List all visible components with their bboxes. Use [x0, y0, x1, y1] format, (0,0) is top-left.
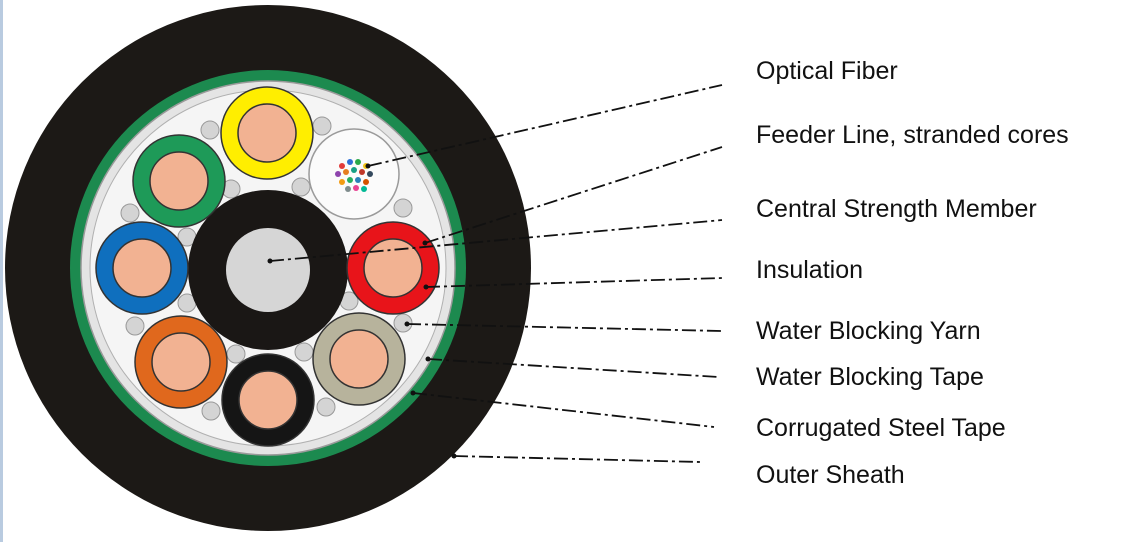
water-blocking-yarn-icon [200, 120, 220, 140]
feeder-core-orange [134, 315, 228, 409]
water-blocking-yarn-icon [312, 116, 332, 136]
feeder-core-yellow [220, 86, 314, 180]
copper-conductor-icon [237, 103, 297, 163]
leader-end-dots [267, 163, 457, 459]
copper-conductor-icon [238, 370, 298, 430]
water-blocking-yarn-icon [201, 401, 221, 421]
label-optical-fiber: Optical Fiber [756, 57, 898, 85]
feeder-core-blue [95, 221, 189, 315]
leader-water-blocking-yarn [406, 323, 723, 332]
label-outer-sheath: Outer Sheath [756, 461, 905, 489]
label-central-strength-member: Central Strength Member [756, 195, 1037, 223]
water-blocking-yarn-icon [120, 203, 140, 223]
left-edge-divider [0, 0, 3, 542]
feeder-core-green [132, 134, 226, 228]
leader-optical-fiber [367, 84, 723, 167]
copper-conductor-icon [149, 151, 209, 211]
leader-steel-tape [412, 392, 715, 428]
leader-water-blocking-tape [427, 358, 719, 378]
feeder-core-red [346, 221, 440, 315]
label-insulation: Insulation [756, 256, 864, 284]
copper-conductor-icon [363, 238, 423, 298]
feeder-core-beige [312, 312, 406, 406]
central-strength-member [226, 228, 310, 312]
leader-feeder-line [424, 146, 723, 244]
water-blocking-yarn-icon [226, 344, 246, 364]
label-corrugated-steel-tape: Corrugated Steel Tape [756, 414, 1006, 442]
leader-central-member [269, 219, 723, 262]
label-water-blocking-tape: Water Blocking Tape [756, 363, 984, 391]
feeder-core-black [221, 353, 315, 447]
optical-fiber-unit [308, 128, 400, 220]
water-blocking-yarns [120, 116, 413, 421]
water-blocking-yarn-icon [393, 313, 413, 333]
leader-lines [269, 84, 723, 463]
leader-outer-sheath [453, 455, 701, 463]
water-blocking-yarn-icon [393, 198, 413, 218]
copper-conductor-icon [151, 332, 211, 392]
label-feeder-line: Feeder Line, stranded cores [756, 121, 1069, 149]
water-blocking-yarn-icon [294, 342, 314, 362]
copper-conductor-icon [329, 329, 389, 389]
water-blocking-yarn-icon [125, 316, 145, 336]
water-blocking-yarn-icon [291, 177, 311, 197]
copper-conductor-icon [112, 238, 172, 298]
water-blocking-yarn-icon [316, 397, 336, 417]
fiber-bundle-icon [335, 159, 373, 192]
label-water-blocking-yarn: Water Blocking Yarn [756, 317, 981, 345]
